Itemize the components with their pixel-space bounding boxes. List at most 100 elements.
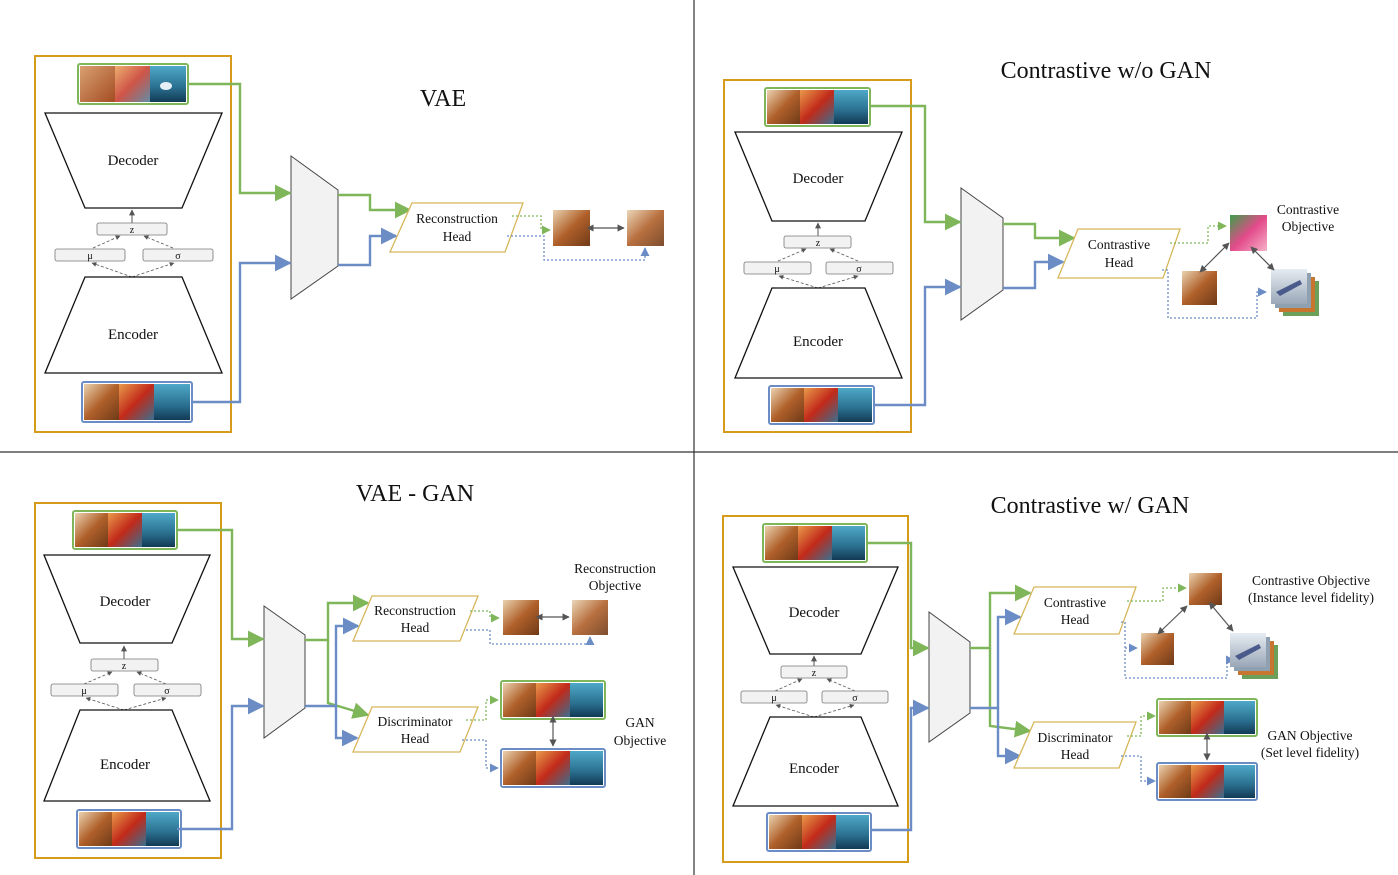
objective2-label-line1: GAN: [625, 715, 654, 730]
feature-extractor: [290, 155, 339, 300]
objective1-label-line1: Reconstruction: [574, 561, 656, 576]
head1-label-line2: Head: [401, 620, 430, 635]
image-strip-input: [766, 812, 872, 852]
image-strip-input: [768, 385, 875, 425]
sigma-label: σ: [856, 264, 862, 275]
head2-label-line1: Discriminator: [1038, 730, 1113, 745]
autoencoder-container: [722, 515, 909, 863]
feature-extractor: [960, 187, 1004, 321]
objective1-label-line2: Objective: [589, 578, 641, 593]
autoencoder-container: [723, 79, 912, 433]
decoder-block: [44, 112, 223, 209]
panel-title: VAE: [420, 86, 466, 112]
decoder-label: Decoder: [793, 171, 844, 187]
anchor-image: [1230, 215, 1267, 251]
mu-box: [54, 248, 126, 262]
panel-vae: VAE Decoder z μ σ Encoder: [34, 55, 664, 433]
head1-label-line2: Head: [1061, 612, 1090, 627]
mu-label: μ: [771, 693, 776, 704]
negative-image-stack: [1230, 633, 1278, 679]
sigma-box: [142, 248, 214, 262]
discriminator-head: [352, 706, 479, 753]
mu-label: μ: [87, 251, 92, 262]
mu-label: μ: [774, 264, 779, 275]
positive-image: [1182, 271, 1217, 305]
panel-title: Contrastive w/o GAN: [1001, 58, 1212, 84]
latent-z-box: [783, 235, 852, 249]
reconstruction-head: [352, 595, 479, 642]
decoder-label: Decoder: [789, 605, 840, 621]
panel-contrastive-w-gan: Contrastive w/ GAN Decoder z μ σ Encoder: [722, 493, 1374, 863]
objective-label-line2: Objective: [1282, 219, 1334, 234]
feature-extractor: [928, 611, 971, 743]
mu-box: [50, 683, 119, 697]
head-label-line2: Head: [1105, 255, 1134, 270]
encoder-block: [732, 716, 899, 807]
generated-set: [500, 680, 606, 720]
latent-z-label: z: [812, 668, 817, 679]
objective2-label-line1: GAN Objective: [1267, 728, 1352, 743]
sigma-label: σ: [164, 686, 170, 697]
feature-extractor: [263, 605, 306, 739]
encoder-block: [44, 276, 223, 374]
head-label-line2: Head: [443, 229, 472, 244]
sigma-label: σ: [852, 693, 858, 704]
autoencoder-container: [34, 55, 232, 433]
image-strip-output: [77, 63, 189, 105]
objective2-label-line2: Objective: [614, 733, 666, 748]
objective-label-line1: Contrastive: [1277, 202, 1339, 217]
image-strip-output: [762, 523, 868, 563]
decoder-block: [734, 131, 903, 222]
sigma-box: [133, 683, 202, 697]
anchor-image: [1189, 573, 1222, 605]
decoder-label: Decoder: [100, 594, 151, 610]
panel-title: VAE - GAN: [356, 481, 474, 507]
sigma-box: [821, 690, 889, 704]
encoder-label: Encoder: [789, 761, 839, 777]
mu-label: μ: [81, 686, 86, 697]
latent-z-box: [90, 658, 159, 672]
sigma-label: σ: [175, 251, 181, 262]
encoder-block: [734, 287, 903, 379]
encoder-block: [43, 709, 211, 802]
discriminator-head: [1013, 721, 1137, 769]
image-strip-input: [81, 381, 193, 423]
head2-label-line2: Head: [401, 731, 430, 746]
head1-label-line1: Contrastive: [1044, 595, 1106, 610]
autoencoder-container: [34, 502, 222, 859]
head1-label-line1: Reconstruction: [374, 603, 456, 618]
mu-box: [743, 261, 812, 275]
head-label-line1: Reconstruction: [416, 211, 498, 226]
original-image: [627, 210, 664, 246]
positive-image: [1141, 633, 1174, 665]
mu-box: [740, 690, 808, 704]
contrastive-head: [1013, 586, 1137, 635]
head2-label-line2: Head: [1061, 747, 1090, 762]
negative-image-stack: [1271, 269, 1319, 316]
latent-z-label: z: [130, 225, 135, 236]
image-strip-output: [764, 87, 871, 127]
head-label-line1: Contrastive: [1088, 237, 1150, 252]
reconstruction-head: [388, 202, 524, 253]
decoder-block: [43, 554, 211, 644]
latent-z-label: z: [816, 238, 821, 249]
objective2-label-line2: (Set level fidelity): [1261, 745, 1359, 760]
contrastive-head: [1057, 228, 1181, 279]
encoder-label: Encoder: [100, 757, 150, 773]
encoder-label: Encoder: [793, 334, 843, 350]
reconstructed-image: [553, 210, 590, 246]
sigma-box: [825, 261, 894, 275]
decoder-block: [732, 566, 899, 655]
real-set: [500, 748, 606, 788]
reconstructed-image: [503, 600, 539, 635]
panel-vae-gan: VAE - GAN Decoder z μ σ Encoder: [34, 481, 666, 859]
objective1-label-line2: (Instance level fidelity): [1248, 590, 1374, 605]
panel-title: Contrastive w/ GAN: [991, 493, 1190, 519]
latent-z-box: [96, 222, 168, 236]
encoder-label: Encoder: [108, 327, 158, 343]
latent-z-box: [780, 665, 848, 679]
head2-label-line1: Discriminator: [378, 714, 453, 729]
image-strip-output: [72, 510, 178, 550]
real-set: [1156, 762, 1258, 801]
